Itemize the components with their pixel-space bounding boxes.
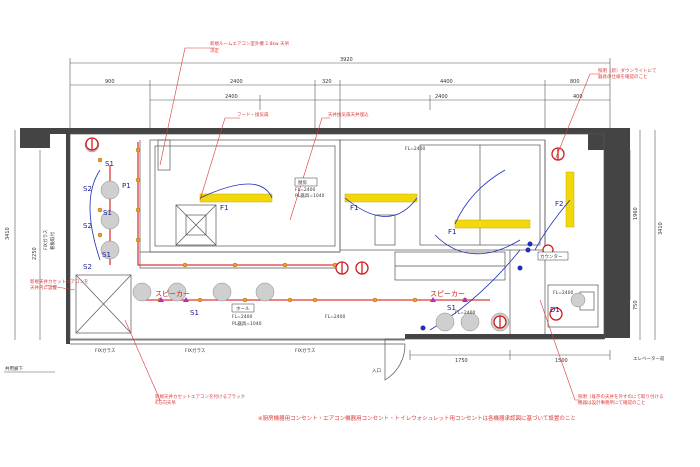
callout-top-center: フード・換気扇 <box>237 111 269 118</box>
callout-top-mid: 天井換気扇天井埋込 <box>328 111 369 118</box>
dim-right-3: 750 <box>633 300 639 310</box>
footer-note: ※厨房機器用コンセント・エアコン機器用コンセント・トイレウォシュレット用コンセン… <box>258 414 576 422</box>
outlet-dots <box>97 147 468 303</box>
red-wiring <box>109 142 490 301</box>
label-p1: P1 <box>122 182 131 190</box>
callout-top-left-2: 決定 <box>210 47 219 54</box>
dimension-lines-top <box>69 58 611 130</box>
light-bar-1 <box>199 193 273 203</box>
label-s1-b: S1 <box>103 209 112 217</box>
dimension-lines-side <box>14 130 656 360</box>
walls <box>20 128 630 344</box>
tag-kitchen: 厨房 <box>298 179 307 186</box>
label-fix-glass-b2: FIXガラス <box>185 347 206 354</box>
dim-right-2: 1960 <box>633 207 639 220</box>
callout-top-right: 照明（新）ダウンライトにて <box>598 67 657 74</box>
tag-toilet-fl: FL=2400 <box>553 290 573 296</box>
tag-hall-fl2: PL器具=1040 <box>232 321 262 327</box>
label-elevator: エレベーター前 <box>633 355 665 362</box>
label-speaker-b: スピーカー <box>430 290 465 298</box>
blue-wiring <box>89 169 571 331</box>
callout-top-right-2: 器具の仕様を確認のこと <box>598 73 648 80</box>
dim-upper-3: 400 <box>573 94 583 100</box>
callout-left-note: 新規天井カセットエアコンを <box>30 278 89 285</box>
dim-top-2: 2400 <box>230 79 243 85</box>
label-fix-glass-b1: FIXガラス <box>95 347 116 354</box>
dim-top-4: 4400 <box>440 79 453 85</box>
speaker-markers <box>158 297 468 302</box>
callout-top-left: 新規ルームエアコン室外機 2.8kw 天吊 <box>210 40 289 47</box>
dim-upper-1: 2400 <box>225 94 238 100</box>
dim-upper-2: 2400 <box>435 94 448 100</box>
label-f1-a: F1 <box>220 204 228 212</box>
tag-fl-2: FL=2400 <box>325 314 345 320</box>
label-fix-glass-b3: FIXガラス <box>295 347 316 354</box>
interior-lines <box>69 133 605 381</box>
tag-fl-3: FL=2400 <box>455 310 475 316</box>
tag-fl-1: FL=2400 <box>405 146 425 152</box>
callout-bottom-left-2: 4方向天吊 <box>155 399 176 406</box>
light-bar-4 <box>565 171 575 228</box>
light-fixtures <box>199 171 575 229</box>
label-s2-c: S2 <box>83 263 92 271</box>
label-fix-glass-left: FIXガラス <box>42 229 49 250</box>
label-speaker-a: スピーカー <box>155 290 190 298</box>
label-f1-c: F1 <box>448 228 456 236</box>
tag-counter: カウンター <box>540 253 563 260</box>
label-s1-c: S1 <box>102 251 111 259</box>
label-entrance: 入口 <box>372 368 381 374</box>
dim-left-2: 2250 <box>32 247 38 260</box>
dim-bottom-1: 1750 <box>455 358 468 364</box>
dim-top-3: 320 <box>322 79 332 85</box>
label-corridor: 共用廊下 <box>5 365 23 372</box>
tag-hall: ホール <box>236 306 250 312</box>
callout-left-note-2: 天井内に設置 <box>30 284 57 291</box>
label-s1-d: S1 <box>190 309 199 317</box>
callout-bottom-left: 新規天井カセットエアコンを付けるブラック <box>155 393 245 400</box>
callout-bottom-right-2: 機器は設計事務所にて確認のこと <box>578 399 646 406</box>
callout-bottom-right: 照明（既存の天井を外すのにて取り付ける <box>578 393 664 400</box>
label-fix-glass-left-sub: 看板取付 <box>49 232 56 250</box>
light-bar-3 <box>454 219 531 229</box>
tag-kitchen-fl: FL=2400 <box>295 187 315 193</box>
dim-top-5: 800 <box>570 79 580 85</box>
tag-kitchen-fl2: PL器具=1040 <box>295 193 325 199</box>
dim-overall: 3920 <box>340 57 353 63</box>
blue-markers <box>420 241 550 331</box>
label-s1-e: S1 <box>447 304 456 312</box>
label-s2-a: S2 <box>83 185 92 193</box>
dim-right: 3410 <box>658 222 664 235</box>
dim-top-1: 900 <box>105 79 115 85</box>
callout-leaders <box>44 47 600 401</box>
tag-hall-fl: FL=2400 <box>232 314 252 320</box>
label-d1: D1 <box>550 306 560 314</box>
dim-left: 3410 <box>5 227 11 240</box>
label-s2-b: S2 <box>83 222 92 230</box>
label-s1-a: S1 <box>105 160 114 168</box>
red-outlet-bars <box>91 138 559 328</box>
label-f2: F2 <box>555 200 563 208</box>
label-f1-b: F1 <box>350 204 358 212</box>
light-bar-2 <box>344 193 418 203</box>
